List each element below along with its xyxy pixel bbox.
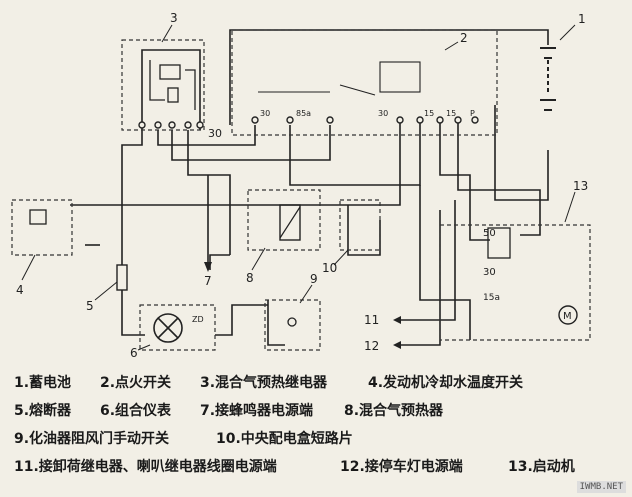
callout-4: 4 bbox=[16, 283, 24, 297]
terminal-30-switch-b: 30 bbox=[378, 109, 388, 118]
callout-3: 3 bbox=[170, 11, 178, 25]
legend-item-7: 7.接蜂鸣器电源端 bbox=[200, 403, 314, 419]
legend: 1.蓄电池 2.点火开关 3.混合气预热继电器 4.发动机冷却水温度开关 5.熔… bbox=[0, 368, 632, 488]
terminal-30-starter: 30 bbox=[483, 267, 496, 278]
legend-item-8: 8.混合气预热器 bbox=[344, 403, 444, 419]
legend-item-10: 10.中央配电盒短路片 bbox=[216, 431, 353, 447]
callout-9: 9 bbox=[310, 272, 318, 286]
legend-item-12: 12.接停车灯电源端 bbox=[340, 459, 463, 475]
callout-6: 6 bbox=[130, 346, 138, 360]
legend-item-9: 9.化油器阻风门手动开关 bbox=[14, 431, 170, 447]
terminal-85a: 85a bbox=[296, 109, 311, 118]
wiring-diagram: M 30 30 85a 30 15 15 P 50 30 15a ZD 1 2 … bbox=[11, 11, 591, 360]
terminal-30-switch-a: 30 bbox=[260, 109, 270, 118]
watermark: IWMB.NET bbox=[576, 481, 626, 493]
terminal-15a: 15a bbox=[483, 293, 500, 303]
svg-text:M: M bbox=[563, 311, 572, 322]
legend-item-3: 3.混合气预热继电器 bbox=[200, 375, 328, 391]
callout-1: 1 bbox=[578, 12, 586, 26]
callout-10: 10 bbox=[322, 261, 337, 275]
legend-item-1: 1.蓄电池 bbox=[14, 375, 72, 391]
terminal-30-left: 30 bbox=[208, 127, 222, 140]
terminal-15: 15 bbox=[424, 109, 434, 118]
terminal-50: 50 bbox=[483, 228, 496, 239]
legend-item-2: 2.点火开关 bbox=[100, 375, 172, 391]
callout-2: 2 bbox=[460, 31, 468, 45]
callout-8: 8 bbox=[246, 271, 254, 285]
callout-7: 7 bbox=[204, 274, 212, 288]
callout-12: 12 bbox=[364, 339, 379, 353]
terminal-15b: 15 bbox=[446, 109, 456, 118]
callout-5: 5 bbox=[86, 299, 94, 313]
terminal-zd: ZD bbox=[192, 315, 204, 324]
callout-13: 13 bbox=[573, 179, 588, 193]
legend-item-4: 4.发动机冷却水温度开关 bbox=[368, 375, 524, 391]
legend-item-11: 11.接卸荷继电器、喇叭继电器线圈电源端 bbox=[14, 459, 277, 475]
callout-11: 11 bbox=[364, 313, 379, 327]
legend-item-6: 6.组合仪表 bbox=[100, 403, 172, 419]
legend-item-13: 13.启动机 bbox=[508, 459, 575, 475]
legend-item-5: 5.熔断器 bbox=[14, 403, 72, 419]
terminal-p: P bbox=[470, 109, 475, 118]
